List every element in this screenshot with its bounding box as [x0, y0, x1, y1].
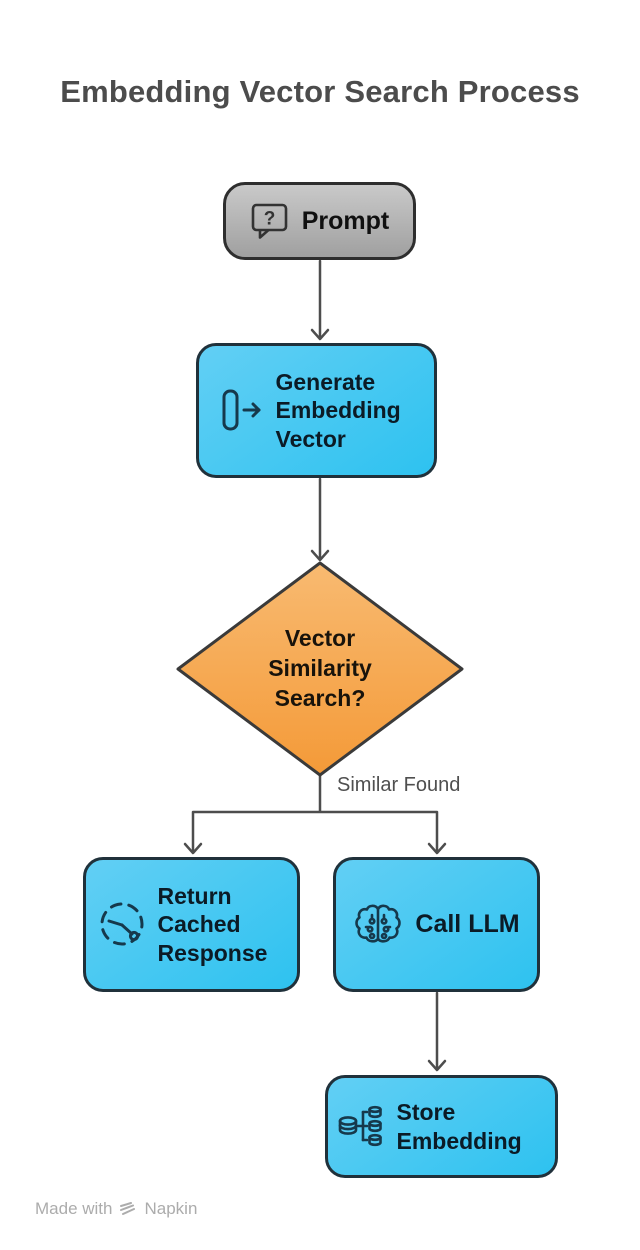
node-label: Vector Similarity Search?	[268, 625, 372, 711]
node-generate-embedding-vector: Generate Embedding Vector	[196, 343, 437, 478]
node-store-embedding: Store Embedding	[325, 1075, 558, 1178]
arrowhead-icon	[427, 842, 447, 855]
watermark: Made with Napkin	[35, 1199, 197, 1219]
brand-text: Napkin	[144, 1199, 198, 1218]
edge-decision-branches	[191, 772, 439, 852]
node-prompt: ? Prompt	[223, 182, 416, 260]
brain-circuit-icon	[355, 904, 402, 943]
arrowhead-icon	[183, 842, 203, 855]
node-label: Call LLM	[415, 910, 520, 939]
vector-arrow-icon	[222, 389, 260, 431]
node-return-cached-response: Return Cached Response	[83, 857, 300, 992]
diamond-shape	[176, 561, 464, 777]
made-with-text: Made with	[35, 1199, 113, 1218]
svg-text:?: ?	[263, 209, 275, 230]
node-label: Return Cached Response	[157, 883, 268, 966]
node-label: Generate Embedding Vector	[275, 369, 401, 452]
database-shard-icon	[338, 1105, 382, 1146]
node-label: Prompt	[301, 206, 390, 235]
cached-clock-icon	[100, 902, 143, 946]
napkin-logo-icon	[120, 1202, 136, 1215]
arrowhead-icon	[310, 328, 330, 341]
page-title: Embedding Vector Search Process	[60, 74, 580, 109]
edge-label-similar-found: Similar Found	[337, 774, 461, 796]
arrowhead-icon	[427, 1059, 447, 1072]
node-call-llm: Call LLM	[333, 857, 540, 992]
question-bubble-icon: ?	[251, 203, 288, 239]
node-vector-similarity-search: Vector Similarity Search?	[175, 560, 465, 778]
arrowhead-icon	[310, 549, 330, 562]
node-label: Store Embedding	[396, 1099, 522, 1154]
